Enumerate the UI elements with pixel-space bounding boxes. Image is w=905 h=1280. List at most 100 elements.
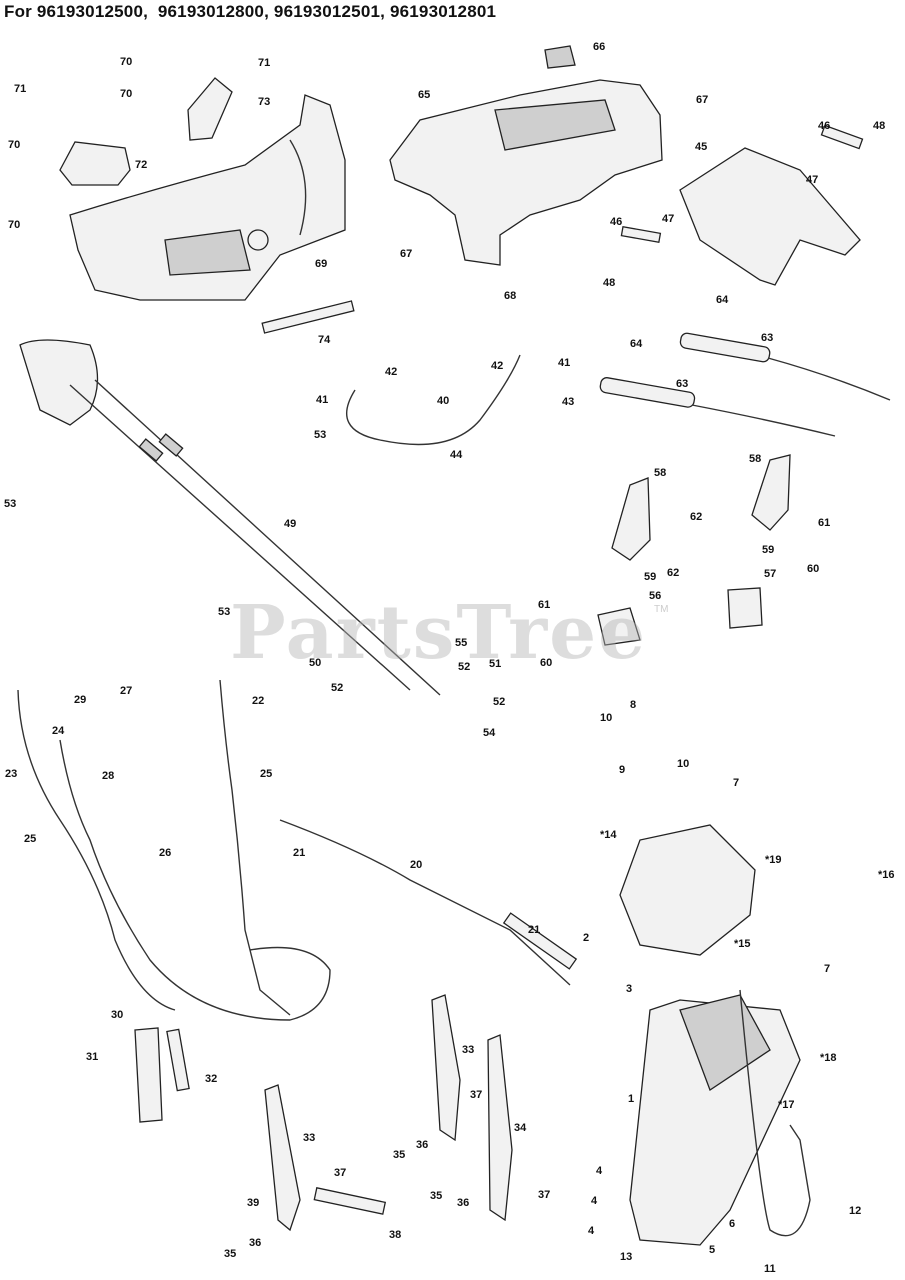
part-label-70: 70 bbox=[8, 139, 20, 151]
part-label-16: *16 bbox=[878, 869, 895, 881]
part-label-4: 4 bbox=[591, 1195, 598, 1207]
part-label-11: 11 bbox=[764, 1263, 776, 1275]
part-label-46: 46 bbox=[610, 216, 622, 228]
dash-housing-drawing bbox=[389, 45, 663, 266]
part-label-51: 51 bbox=[489, 658, 501, 670]
part-label-71: 71 bbox=[14, 83, 26, 95]
part-label-70: 70 bbox=[120, 56, 132, 68]
part-label-21: 21 bbox=[293, 847, 305, 859]
part-label-41: 41 bbox=[316, 394, 328, 406]
part-label-59: 59 bbox=[644, 571, 656, 583]
part-label-64: 64 bbox=[630, 338, 643, 350]
part-label-66: 66 bbox=[593, 41, 605, 53]
part-label-35: 35 bbox=[430, 1190, 442, 1202]
part-label-18: *18 bbox=[820, 1052, 837, 1064]
part-label-35: 35 bbox=[393, 1149, 405, 1161]
part-label-5: 5 bbox=[709, 1244, 715, 1256]
part-label-62: 62 bbox=[667, 567, 679, 579]
watermark-trademark: TM bbox=[654, 604, 669, 615]
part-label-6: 6 bbox=[729, 1218, 735, 1230]
part-label-74: 74 bbox=[318, 334, 331, 346]
watermark: PartsTree bbox=[230, 590, 648, 676]
part-label-53: 53 bbox=[314, 429, 326, 441]
part-label-52: 52 bbox=[458, 661, 470, 673]
part-label-40: 40 bbox=[437, 395, 449, 407]
part-label-63: 63 bbox=[761, 332, 773, 344]
shaft-49-drawing bbox=[19, 339, 441, 696]
page-title: For 96193012500, 96193012800, 9619301250… bbox=[4, 2, 497, 21]
cover-drawing bbox=[679, 147, 861, 286]
part-label-47: 47 bbox=[806, 174, 818, 186]
part-label-12: 12 bbox=[849, 1205, 861, 1217]
part-label-7: 7 bbox=[824, 963, 830, 975]
part-label-59: 59 bbox=[762, 544, 774, 556]
part-label-65: 65 bbox=[418, 89, 430, 101]
handles-63-drawing bbox=[599, 332, 891, 437]
part-label-61: 61 bbox=[538, 599, 550, 611]
part-label-31: 31 bbox=[86, 1051, 98, 1063]
part-label-58: 58 bbox=[749, 453, 761, 465]
bracket-46-lower-drawing bbox=[620, 226, 662, 243]
part-label-47: 47 bbox=[662, 213, 674, 225]
part-label-23: 23 bbox=[5, 768, 17, 780]
part-label-3: 3 bbox=[626, 983, 632, 995]
part-label-25: 25 bbox=[260, 768, 272, 780]
part-label-10: 10 bbox=[677, 758, 689, 770]
bracket-30-drawing bbox=[134, 1027, 163, 1123]
part-label-8: 8 bbox=[630, 699, 636, 711]
part-label-10: 10 bbox=[600, 712, 612, 724]
levers-drawing bbox=[597, 454, 791, 646]
part-label-54: 54 bbox=[483, 727, 496, 739]
part-label-30: 30 bbox=[111, 1009, 123, 1021]
part-label-73: 73 bbox=[258, 96, 270, 108]
part-label-64: 64 bbox=[716, 294, 729, 306]
part-label-14: *14 bbox=[600, 829, 617, 841]
cables-drawing bbox=[17, 679, 331, 1021]
part-label-27: 27 bbox=[120, 685, 132, 697]
part-label-33: 33 bbox=[462, 1044, 474, 1056]
part-label-36: 36 bbox=[249, 1237, 261, 1249]
part-label-28: 28 bbox=[102, 770, 114, 782]
part-label-37: 37 bbox=[470, 1089, 482, 1101]
part-label-24: 24 bbox=[52, 725, 65, 737]
part-label-53: 53 bbox=[4, 498, 16, 510]
part-label-55: 55 bbox=[455, 637, 467, 649]
part-label-60: 60 bbox=[540, 657, 552, 669]
cable-40-drawing bbox=[346, 354, 521, 446]
part-label-1: 1 bbox=[628, 1093, 634, 1105]
part-label-61: 61 bbox=[818, 517, 830, 529]
part-label-32: 32 bbox=[205, 1073, 217, 1085]
part-label-69: 69 bbox=[315, 258, 327, 270]
part-label-70: 70 bbox=[120, 88, 132, 100]
part-label-37: 37 bbox=[334, 1167, 346, 1179]
part-label-38: 38 bbox=[389, 1229, 401, 1241]
part-label-21: 21 bbox=[528, 924, 540, 936]
part-label-67: 67 bbox=[696, 94, 708, 106]
part-label-49: 49 bbox=[284, 518, 296, 530]
part-label-52: 52 bbox=[331, 682, 343, 694]
part-label-68: 68 bbox=[504, 290, 516, 302]
part-label-19: *19 bbox=[765, 854, 782, 866]
part-label-2: 2 bbox=[583, 932, 589, 944]
part-label-70: 70 bbox=[8, 219, 20, 231]
part-label-62: 62 bbox=[690, 511, 702, 523]
part-label-48: 48 bbox=[873, 120, 885, 132]
discharge-chute-drawing bbox=[629, 994, 801, 1246]
part-label-26: 26 bbox=[159, 847, 171, 859]
part-label-45: 45 bbox=[695, 141, 707, 153]
part-label-20: 20 bbox=[410, 859, 422, 871]
part-label-53: 53 bbox=[218, 606, 230, 618]
part-label-22: 22 bbox=[252, 695, 264, 707]
part-label-46: 46 bbox=[818, 120, 830, 132]
part-label-42: 42 bbox=[491, 360, 503, 372]
bracket-46-upper-drawing bbox=[820, 124, 864, 150]
part-label-43: 43 bbox=[562, 396, 574, 408]
part-label-63: 63 bbox=[676, 378, 688, 390]
part-label-39: 39 bbox=[247, 1197, 259, 1209]
part-label-7: 7 bbox=[733, 777, 739, 789]
part-label-52: 52 bbox=[493, 696, 505, 708]
strip-74-drawing bbox=[261, 300, 355, 334]
part-label-58: 58 bbox=[654, 467, 666, 479]
part-label-13: 13 bbox=[620, 1251, 632, 1263]
